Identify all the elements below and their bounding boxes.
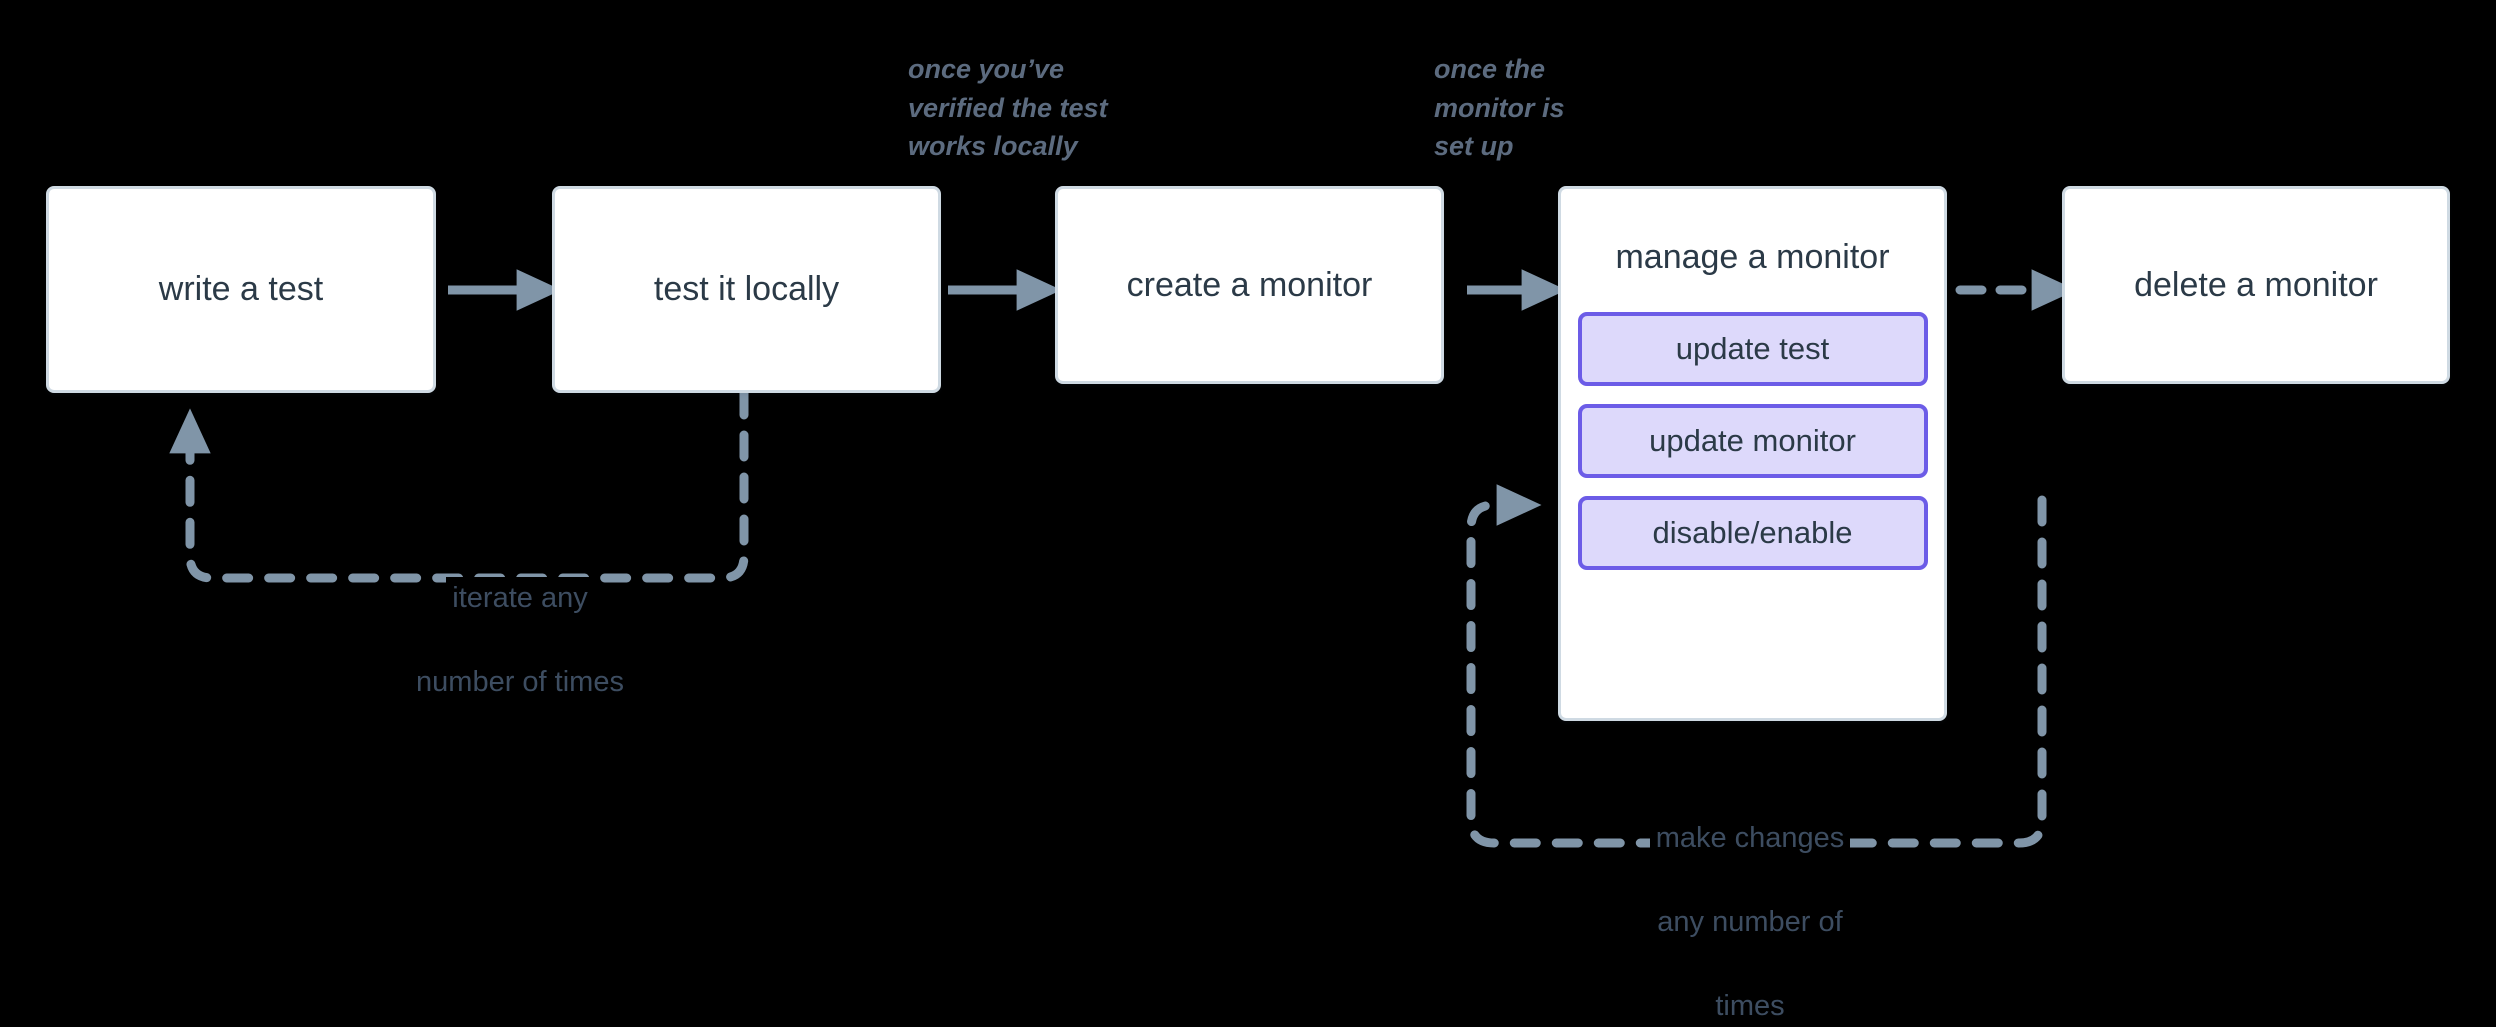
subnode-disable-enable[interactable]: disable/enable: [1577, 495, 1928, 570]
node-label: test it locally: [653, 270, 840, 309]
node-label: manage a monitor: [1615, 238, 1890, 276]
subnode-update-monitor[interactable]: update monitor: [1577, 403, 1928, 478]
annotation-monitor-set-up: once the monitor is set up: [1434, 54, 1565, 162]
loop-label-line1: make changes: [1649, 817, 1851, 860]
node-delete-a-monitor[interactable]: delete a monitor: [2062, 186, 2450, 384]
subnode-label: disable/enable: [1652, 514, 1853, 550]
subnode-update-test[interactable]: update test: [1577, 311, 1928, 386]
connector-layer: [169, 269, 2077, 848]
node-write-a-test[interactable]: write a test: [46, 186, 436, 393]
node-manage-a-monitor[interactable]: manage a monitor update test update moni…: [1558, 186, 1947, 721]
subnode-label: update test: [1675, 330, 1830, 366]
annotation-verified-locally: once you’ve verified the test works loca…: [908, 54, 1108, 162]
loop-label-make-changes: make changes any number of times: [1570, 775, 1930, 1027]
manage-monitor-action-list: update test update monitor disable/enabl…: [1561, 311, 1944, 596]
loop-label-line2: any number of: [1651, 901, 1849, 944]
diagram-canvas: write a test test it locally create a mo…: [46, 54, 2450, 1023]
loop-label-line1: iterate any: [446, 577, 594, 620]
subnode-label: update monitor: [1649, 422, 1856, 458]
node-label: create a monitor: [1126, 265, 1373, 304]
node-create-a-monitor[interactable]: create a monitor: [1055, 186, 1444, 384]
node-label: delete a monitor: [2134, 265, 2378, 304]
loop-label-line2: number of times: [410, 661, 630, 704]
node-test-it-locally[interactable]: test it locally: [552, 186, 941, 393]
loop-label-iterate: iterate any number of times: [330, 535, 710, 704]
node-label: write a test: [158, 270, 324, 309]
loop-label-line3: times: [1709, 985, 1791, 1027]
